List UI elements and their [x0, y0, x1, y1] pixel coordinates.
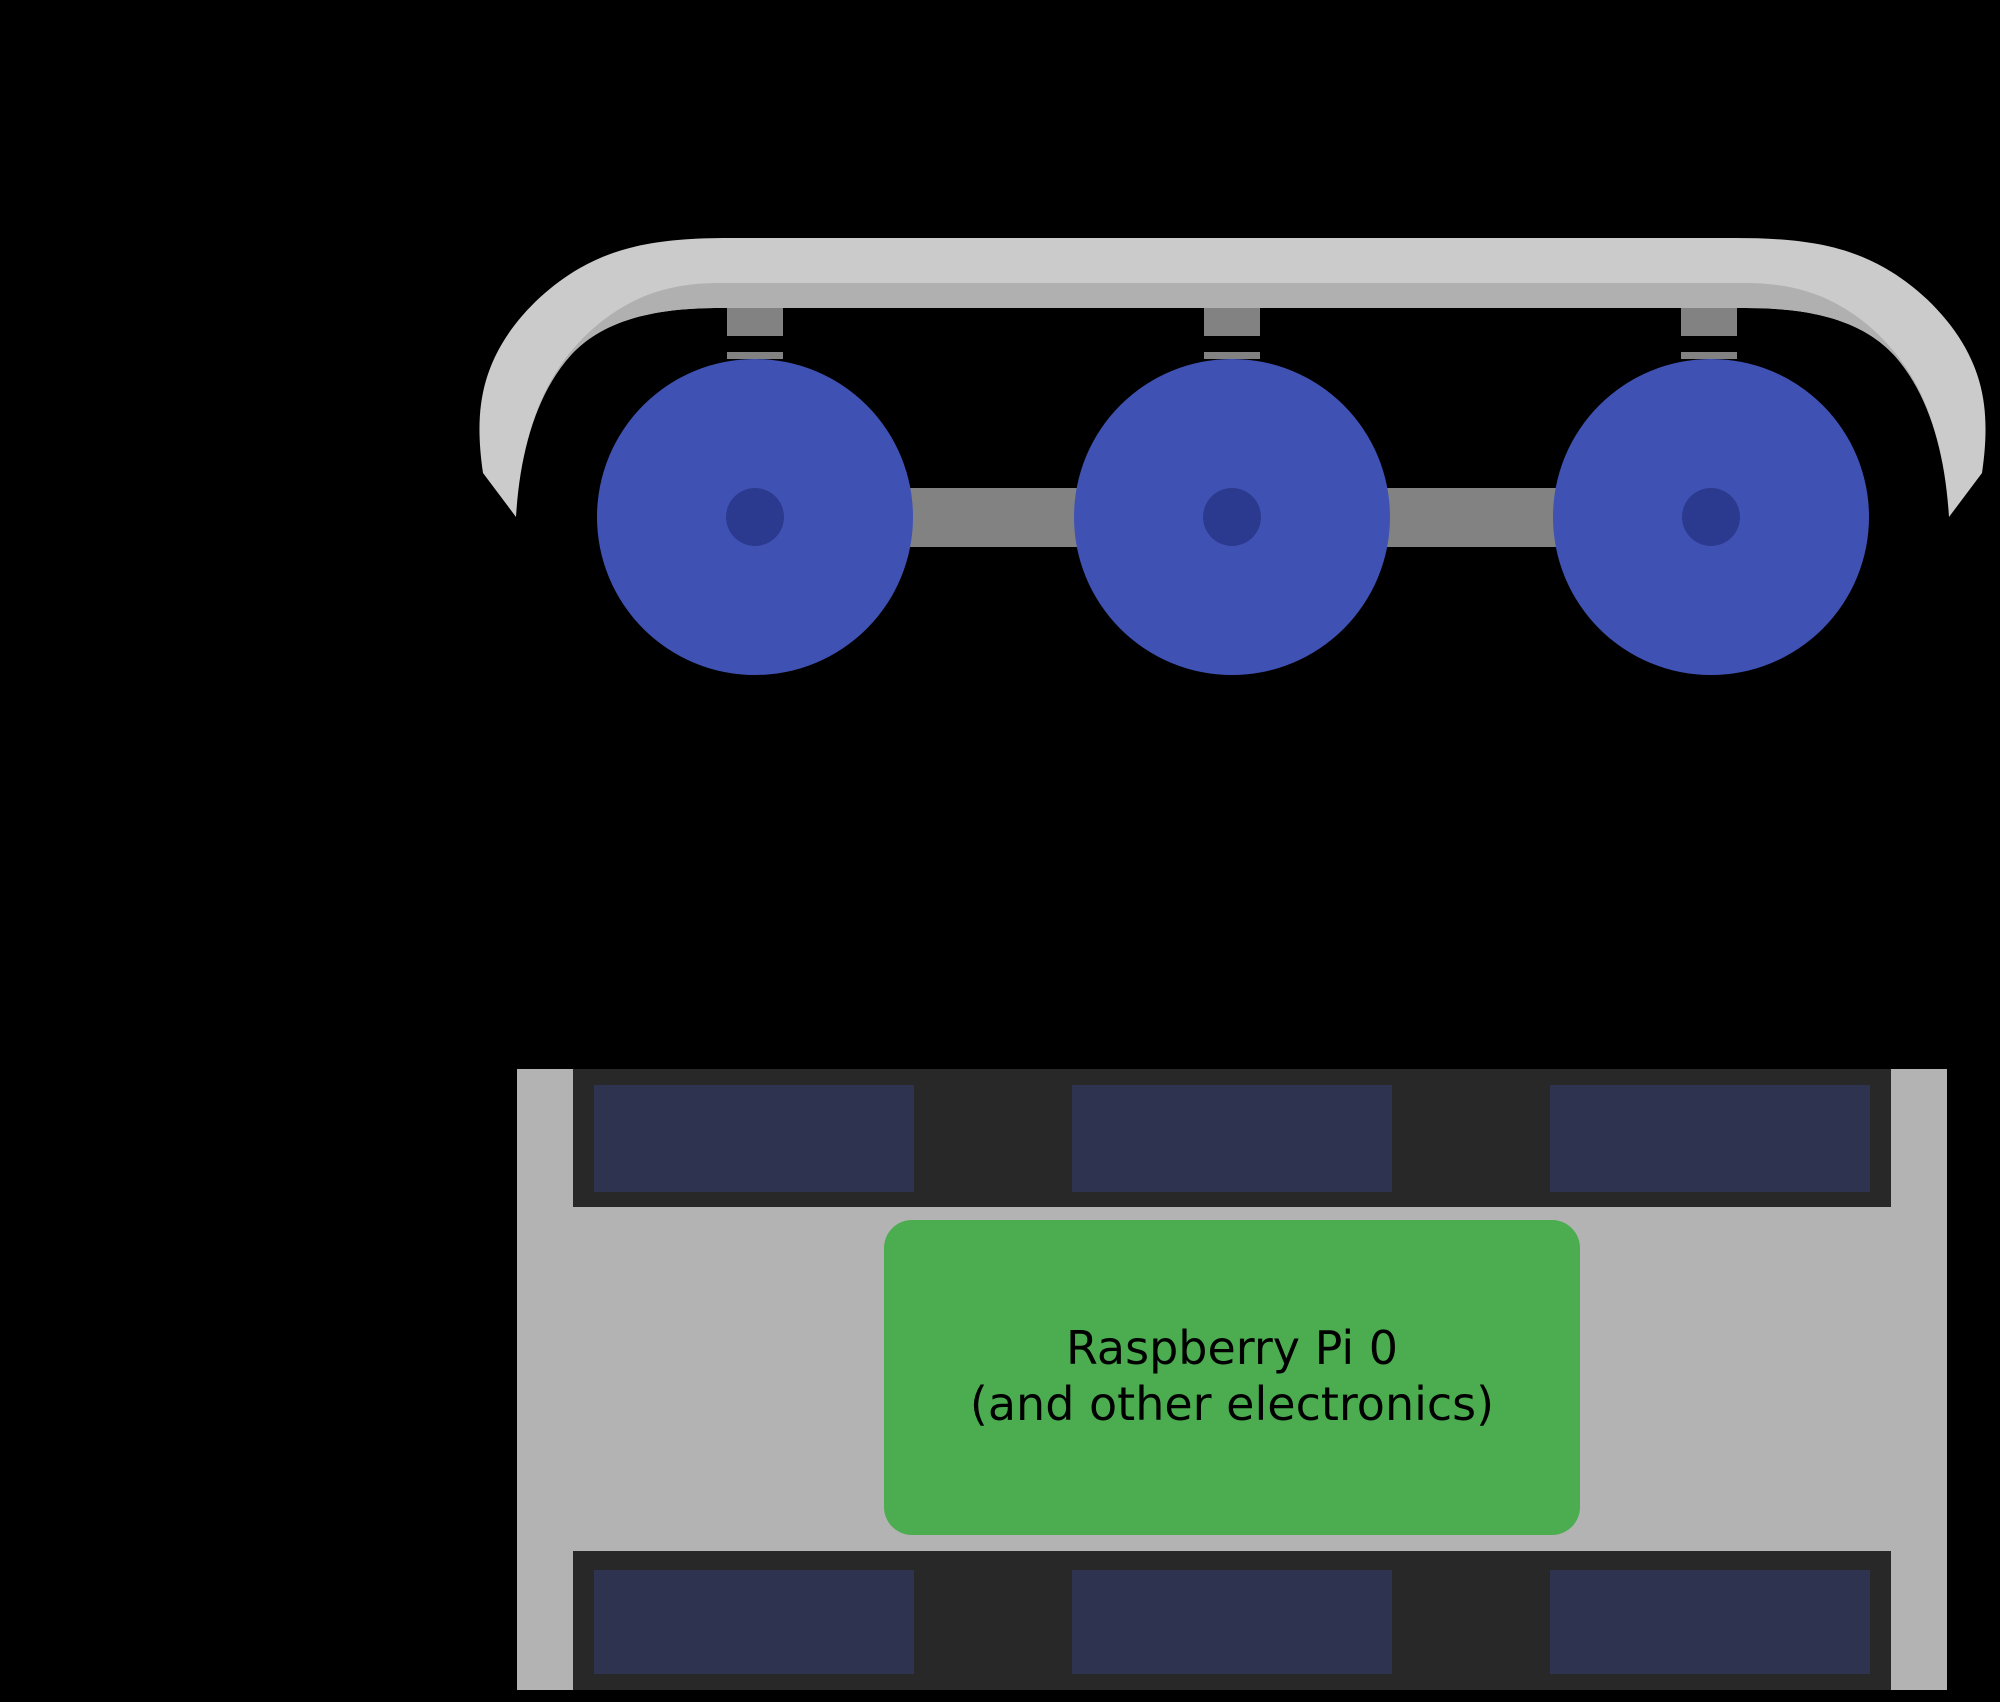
- wheel-1-hub: [726, 488, 784, 546]
- motor-pad-top-3: [1550, 1085, 1870, 1192]
- wheel-2-hub: [1203, 488, 1261, 546]
- wheel-1: [597, 359, 913, 675]
- motor-pad-top-2: [1072, 1085, 1392, 1192]
- motor-pad-top-1: [594, 1085, 914, 1192]
- wheel-mount-tab-3-gap: [1681, 336, 1737, 352]
- motor-pad-bottom-2: [1072, 1570, 1392, 1674]
- track-band-inner-shading: [516, 283, 1949, 517]
- wheel-3: [1553, 359, 1869, 675]
- electronics-board-label-line2: (and other electronics): [970, 1377, 1494, 1431]
- wheel-mount-tab-1-gap: [727, 336, 783, 352]
- motor-pad-bottom-1: [594, 1570, 914, 1674]
- chassis-top-view: Raspberry Pi 0 (and other electronics): [517, 1069, 1947, 1690]
- wheel-mount-tabs: [727, 308, 1737, 359]
- wheel-3-hub: [1682, 488, 1740, 546]
- wheel-2: [1074, 359, 1390, 675]
- wheel-mount-tab-2-gap: [1204, 336, 1260, 352]
- electronics-board: [884, 1220, 1580, 1535]
- electronics-board-label-line1: Raspberry Pi 0: [1066, 1321, 1398, 1375]
- track-side-view: [479, 238, 1986, 675]
- motor-pad-bottom-3: [1550, 1570, 1870, 1674]
